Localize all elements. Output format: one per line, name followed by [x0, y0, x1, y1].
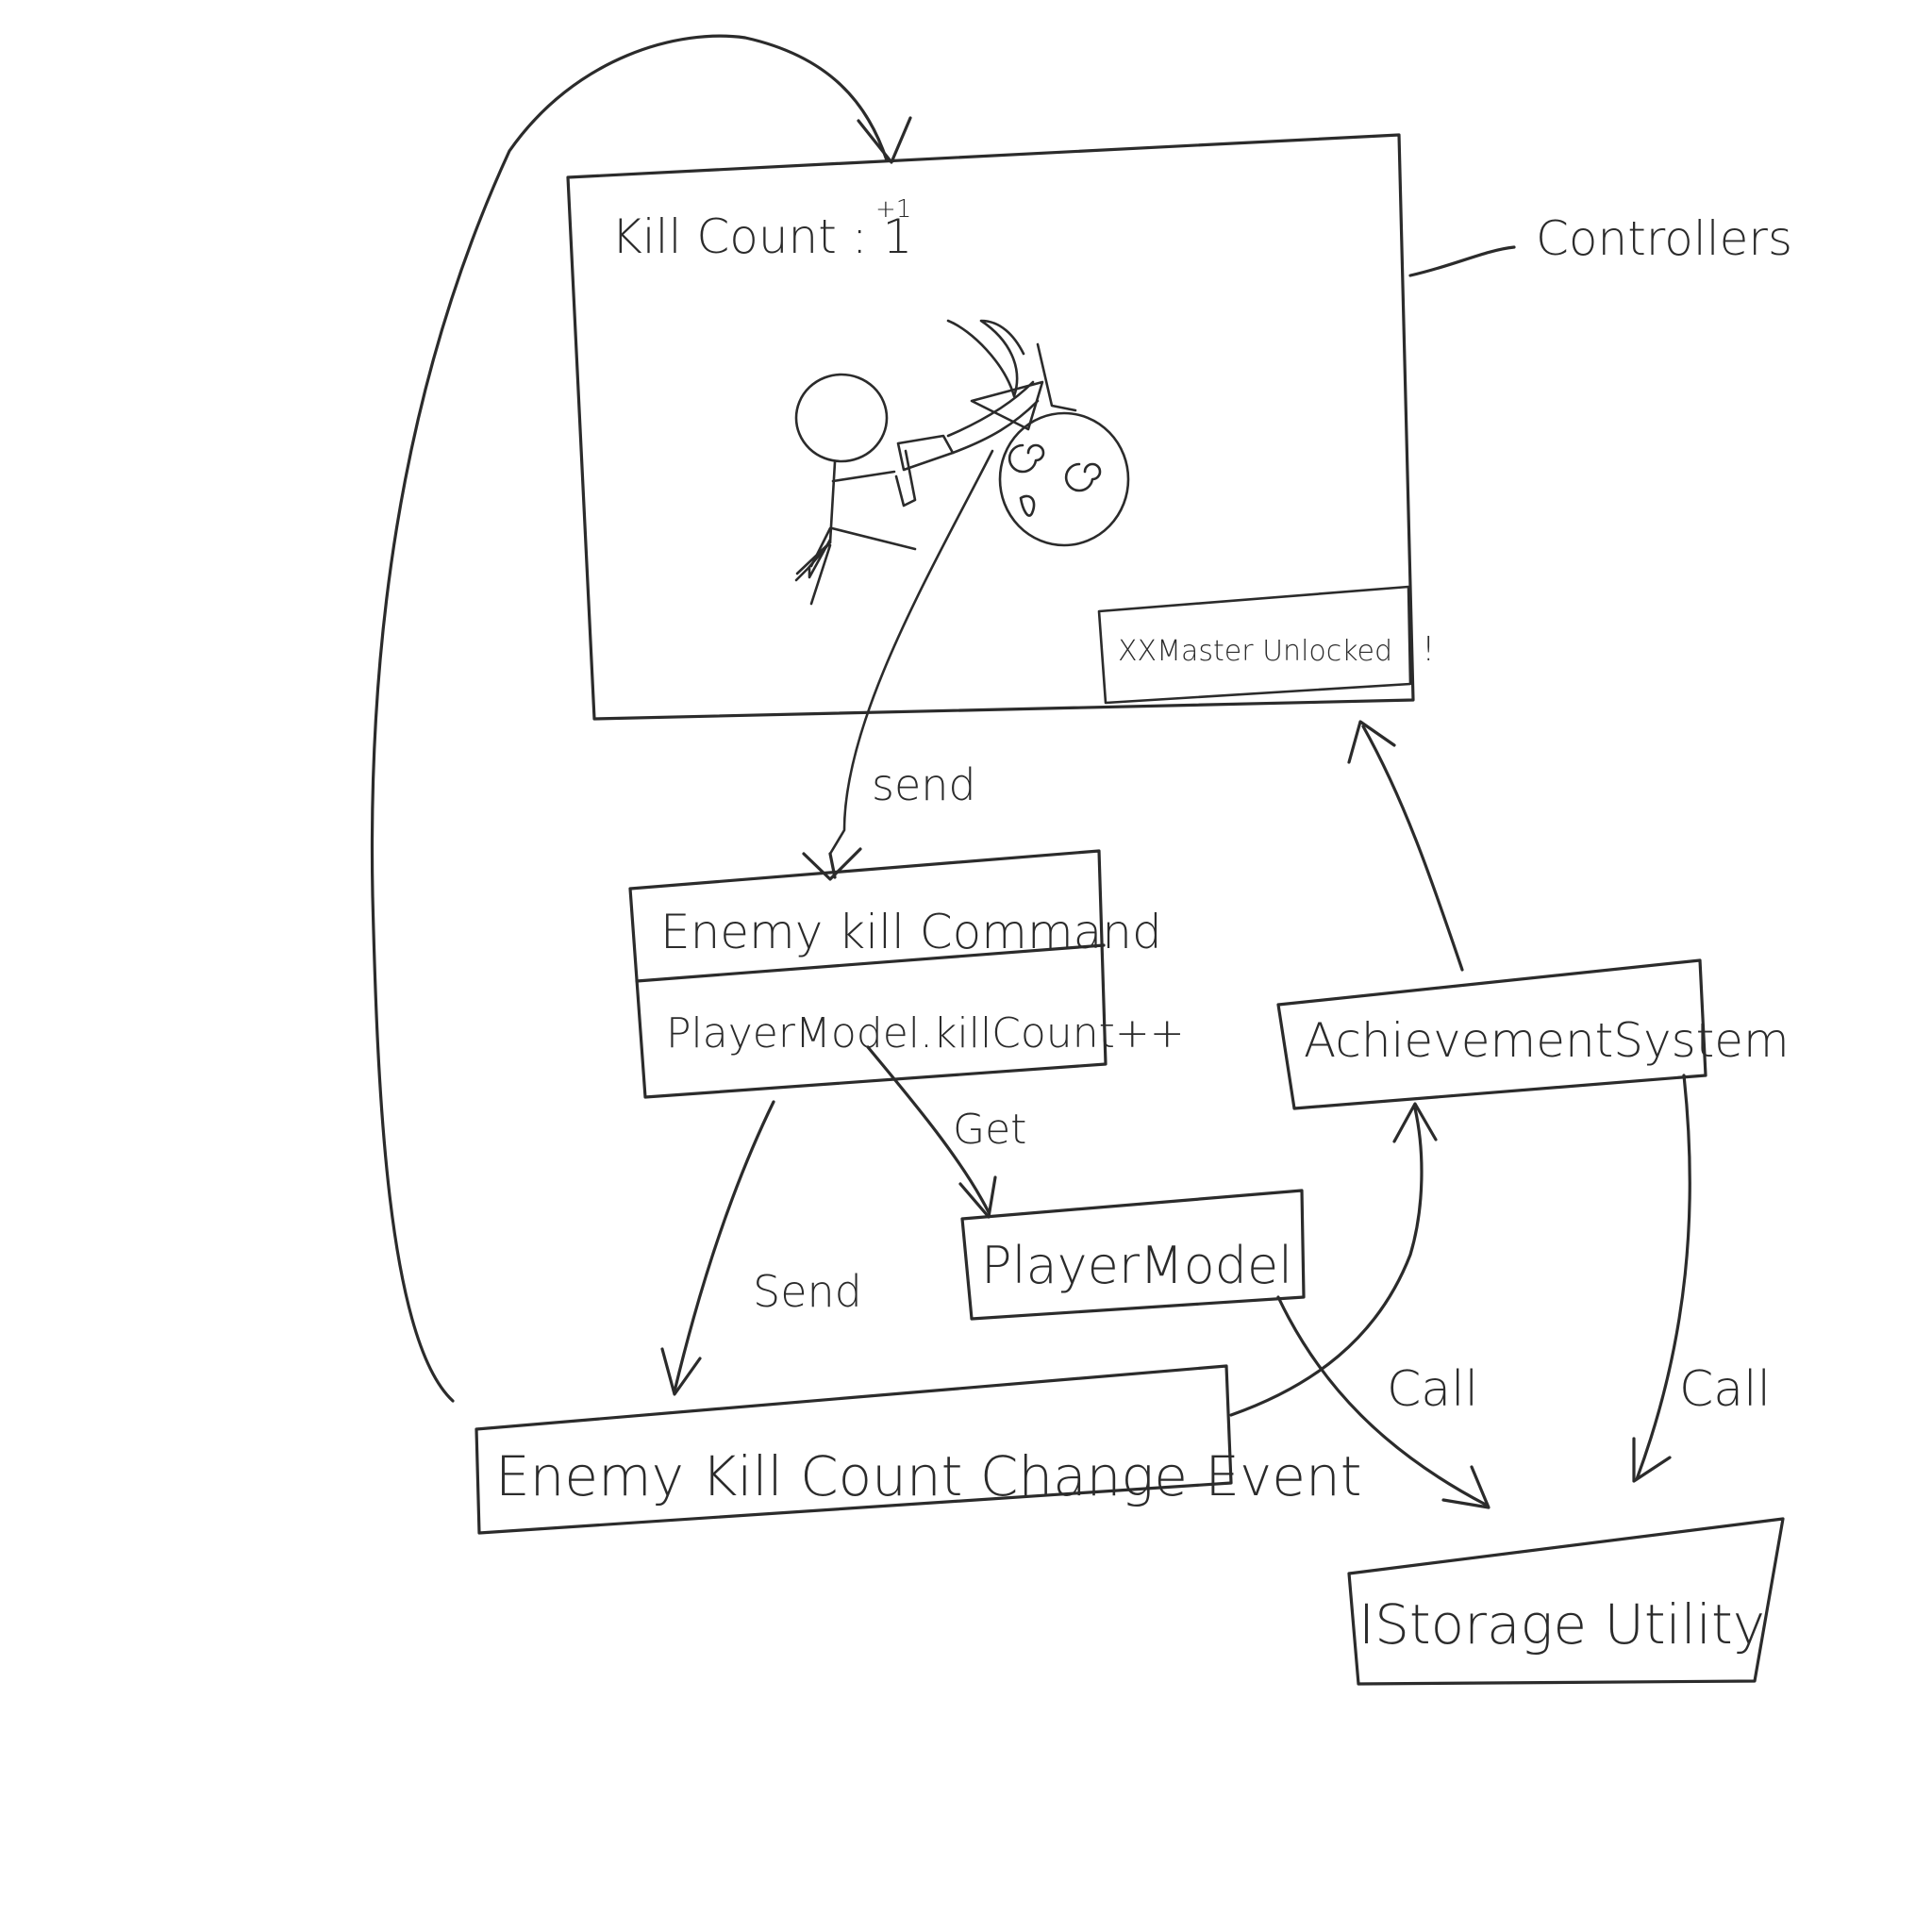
achievement-popup: XXMaster Unlocked ! — [1097, 585, 1435, 705]
event-box: Enemy Kill Count Change Event — [475, 1364, 1361, 1535]
controllers-label: Controllers — [1536, 211, 1792, 266]
event-to-achievement-arrow — [1229, 1102, 1438, 1417]
sword — [894, 319, 1077, 508]
popup-exclaim: ! — [1422, 630, 1435, 669]
call-model-label: Call — [1387, 1361, 1478, 1418]
command-box: Enemy kill Command PlayerModel.killCount… — [628, 849, 1185, 1099]
player-model-box: PlayerModel — [960, 1189, 1306, 1321]
achievement-call-arrow: Call — [1632, 1074, 1771, 1483]
send-left-label: Send — [753, 1266, 862, 1317]
popup-text: XXMaster Unlocked — [1118, 635, 1392, 668]
achievement-to-popup-arrow — [1347, 720, 1464, 972]
get-label: Get — [953, 1106, 1026, 1154]
event-label: Enemy Kill Count Change Event — [495, 1444, 1361, 1508]
send-top-label: send — [872, 759, 976, 810]
achievement-system-box: AchievementSystem — [1276, 958, 1790, 1110]
event-to-controllers-arrow — [370, 34, 912, 1403]
hit-line — [828, 449, 994, 856]
storage-utility-label: IStorage Utility — [1358, 1592, 1765, 1657]
kill-count-text: Kill Count : 1 — [611, 209, 912, 264]
send-event-arrow: Send — [660, 1100, 862, 1396]
kill-count-increment: +1 — [875, 195, 911, 224]
storage-utility-box: IStorage Utility — [1347, 1517, 1785, 1686]
send-command-arrow: send — [802, 759, 976, 881]
command-title: Enemy kill Command — [660, 905, 1162, 959]
hero-figure — [794, 373, 917, 606]
call-achievement-label: Call — [1679, 1361, 1771, 1418]
achievement-system-label: AchievementSystem — [1304, 1013, 1790, 1068]
controllers-screen: Kill Count : 1 +1 — [566, 133, 1792, 856]
player-model-label: PlayerModel — [981, 1236, 1292, 1295]
command-action: PlayerModel.killCount++ — [666, 1009, 1185, 1058]
model-call-arrow: Call — [1276, 1295, 1491, 1509]
enemy-figure — [998, 411, 1130, 547]
